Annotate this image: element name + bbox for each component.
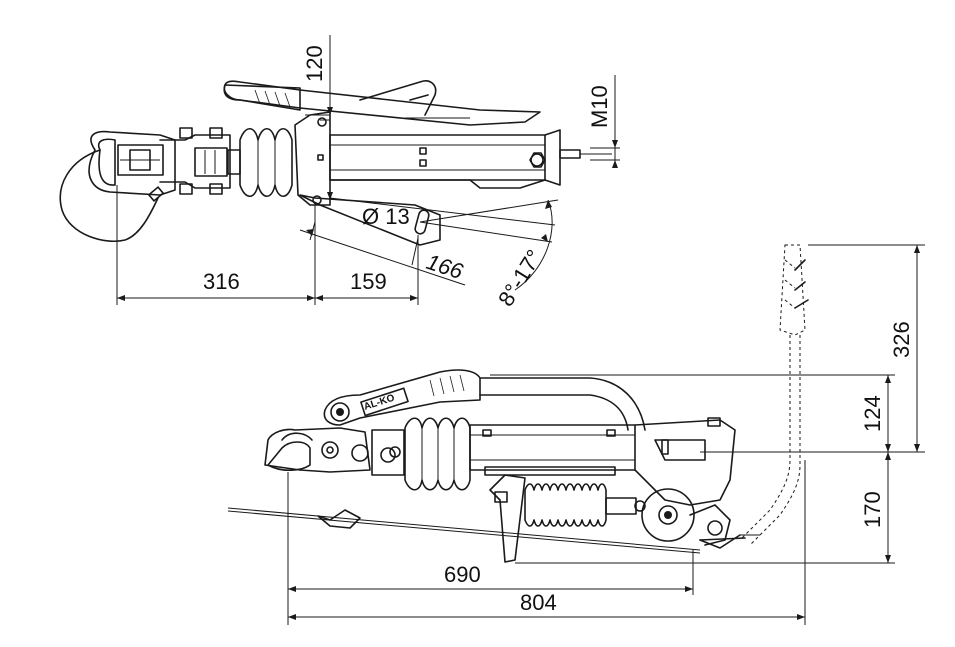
dim-166-label: 166: [423, 249, 466, 284]
dim-316-label: 316: [203, 269, 240, 294]
side-view-dimensions: 326 124 170 690 804: [287, 244, 925, 625]
dim-120-label: 120: [302, 45, 327, 82]
dim-124-label: 124: [860, 395, 885, 432]
side-arch-handle: [479, 377, 646, 431]
dim-m10-label: M10: [587, 85, 612, 128]
top-view: 120 M10 Ø 13 316 159: [59, 35, 620, 311]
dim-angle-label: 8°-17°: [493, 245, 547, 311]
dim-804-label: 804: [520, 590, 557, 615]
side-raised-lever-dashed: [739, 244, 809, 546]
breakaway-cable-loop: [59, 149, 159, 242]
dim-690-label: 690: [444, 562, 481, 587]
side-hand-lever: AL-KO: [323, 369, 481, 426]
dim-159-label: 159: [350, 269, 387, 294]
handbrake-lever-top: [223, 80, 541, 126]
dim-170-label: 170: [860, 491, 885, 528]
side-brake-wheel: [641, 488, 741, 549]
side-view: AL-KO: [227, 244, 925, 625]
side-coupling-head: [264, 427, 405, 476]
coupling-head: [88, 127, 241, 196]
side-support-bracket: [489, 474, 526, 563]
side-breakaway-cable: [227, 507, 760, 554]
dim-hole-diameter-label: Ø 13: [362, 204, 410, 229]
drawbar-body: [294, 111, 612, 206]
side-drawbar-body: [469, 417, 736, 506]
side-bellows: [404, 417, 471, 491]
bellows: [239, 127, 293, 198]
side-damper-spring: [524, 483, 646, 527]
dim-326-label: 326: [889, 321, 914, 358]
